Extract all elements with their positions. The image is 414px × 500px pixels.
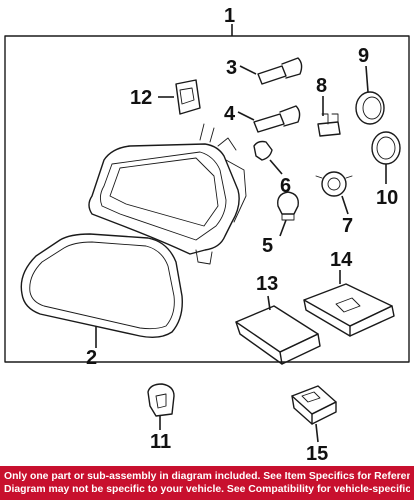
part-15 [291, 385, 337, 425]
callout-4: 4 [224, 103, 236, 125]
socket-7 [315, 171, 353, 197]
disclaimer-line-1: Only one part or sub-assembly in diagram… [4, 471, 410, 482]
disclaimer-banner: Only one part or sub-assembly in diagram… [0, 466, 414, 500]
callout-7: 7 [342, 215, 353, 237]
callout-3: 3 [226, 57, 237, 79]
bulb-6 [253, 140, 273, 161]
callout-11: 11 [150, 431, 171, 453]
cap-9 [355, 91, 385, 125]
callout-10: 10 [376, 187, 398, 209]
callout-5: 5 [262, 235, 273, 257]
callout-1: 1 [224, 5, 235, 27]
ballast-14 [303, 283, 395, 337]
assembly-frame [4, 24, 410, 363]
callout-12: 12 [130, 87, 152, 109]
parts-diagram: 1 2 12 3 4 6 5 [4, 5, 410, 465]
module-13 [235, 305, 321, 365]
bulb-3 [257, 57, 303, 85]
bulb-4 [253, 105, 301, 133]
socket-8 [317, 113, 341, 137]
part-11 [147, 383, 175, 417]
callout-13: 13 [256, 273, 278, 295]
bulb-5 [277, 191, 299, 221]
callout-6: 6 [280, 175, 291, 197]
headlamp-housing [88, 123, 247, 265]
headlamp-lens [20, 233, 183, 339]
disclaimer-line-2: Diagram may not be specific to your vehi… [4, 484, 410, 495]
callout-2: 2 [86, 347, 97, 369]
callout-9: 9 [358, 45, 369, 67]
seal-10 [371, 131, 401, 165]
part-12-module [175, 79, 201, 115]
callout-15: 15 [306, 443, 328, 465]
callout-14: 14 [330, 249, 353, 271]
callout-8: 8 [316, 75, 327, 97]
